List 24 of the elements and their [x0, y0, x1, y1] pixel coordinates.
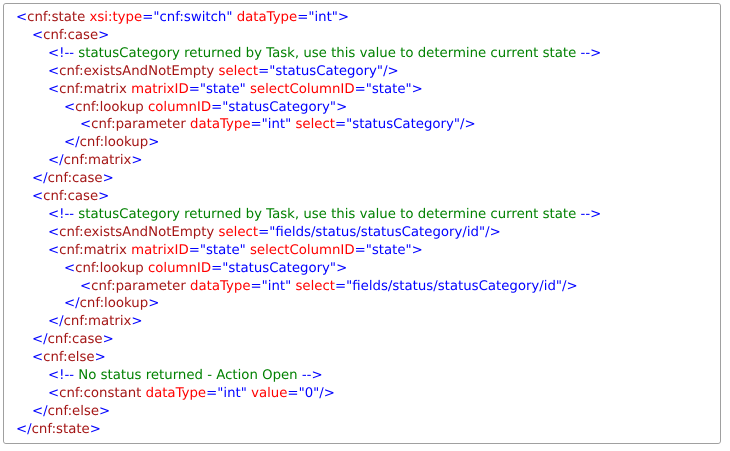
code-line: <cnf:else> — [32, 349, 106, 366]
code-line: <cnf:matrix matrixID="state" selectColumnID="state"> — [48, 80, 423, 98]
code-line: </cnf:matrix> — [48, 313, 143, 330]
code-line: </cnf:matrix> — [48, 152, 143, 170]
code-line: <cnf:existsAndNotEmpty select="fields/status/statusCategory/id"/> — [48, 224, 501, 241]
code-line: <cnf:parameter dataType="int" select="fields/status/statusCategory/id"/> — [80, 278, 578, 294]
code-line: </cnf:lookup> — [64, 295, 160, 312]
code-line: <cnf:case> — [32, 188, 110, 205]
code-line: <cnf:lookup columnID="statusCategory"> — [64, 260, 348, 277]
code-line: </cnf:lookup> — [64, 134, 160, 152]
code-line: <cnf:lookup columnID="statusCategory"> — [64, 98, 348, 116]
code-line: <cnf:existsAndNotEmpty select="statusCategory"/> — [48, 62, 399, 80]
code-line: </cnf:case> — [32, 170, 114, 188]
code-line: <!-- No status returned - Action Open --> — [48, 367, 323, 384]
code-line: <!-- statusCategory returned by Task, use this value to determine current state --> — [48, 44, 602, 62]
code-line: </cnf:else> — [32, 402, 110, 420]
code-line: <cnf:state xsi:type="cnf:switch" dataType="int"> — [16, 9, 350, 26]
code-line: <cnf:case> — [32, 26, 110, 44]
code-line: <cnf:matrix matrixID="state" selectColumnID="state"> — [48, 242, 423, 259]
code-line: </cnf:state> — [16, 420, 101, 438]
code-line: </cnf:case> — [32, 331, 114, 348]
code-line: <!-- statusCategory returned by Task, use this value to determine current state --> — [48, 206, 602, 223]
code-line: <cnf:constant dataType="int" value="0"/> — [48, 384, 335, 402]
code-line: <cnf:parameter dataType="int" select="statusCategory"/> — [80, 116, 476, 134]
